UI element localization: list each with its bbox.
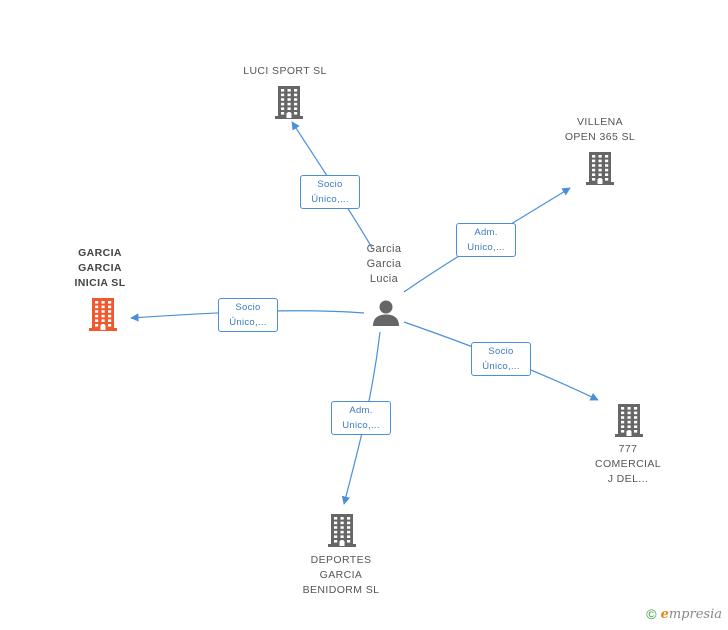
node-label-garcia-inicia[interactable]: GARCIA GARCIA INICIA SL: [74, 247, 126, 289]
building-icon[interactable]: [274, 84, 304, 125]
edge-label-villena[interactable]: Adm. Unico,...: [456, 223, 516, 257]
edge-label-luci[interactable]: Socio Único,...: [300, 175, 360, 209]
building-icon[interactable]: [585, 150, 615, 191]
edge-label-garcia[interactable]: Socio Único,...: [218, 298, 278, 332]
node-label-luci-sport[interactable]: LUCI SPORT SL: [243, 65, 327, 77]
empresia-logo: © empresia: [646, 606, 722, 622]
person-name-label: Garcia Garcia Lucia: [366, 243, 402, 285]
brand-initial: e: [660, 606, 669, 622]
node-label-deportes[interactable]: DEPORTES GARCIA BENIDORM SL: [302, 554, 380, 596]
brand-name: mpresia: [668, 606, 722, 622]
node-label-villena[interactable]: VILLENA OPEN 365 SL: [564, 116, 636, 143]
edge-label-comercial[interactable]: Socio Único,...: [471, 342, 531, 376]
building-icon[interactable]: [327, 512, 357, 553]
edge-label-deportes[interactable]: Adm. Unico,...: [331, 401, 391, 435]
copyright-symbol: ©: [646, 606, 657, 622]
person-icon[interactable]: [371, 298, 401, 328]
building-icon[interactable]: [88, 296, 118, 337]
building-icon[interactable]: [614, 402, 644, 443]
node-label-777-comercial[interactable]: 777 COMERCIAL J DEL...: [594, 443, 662, 485]
